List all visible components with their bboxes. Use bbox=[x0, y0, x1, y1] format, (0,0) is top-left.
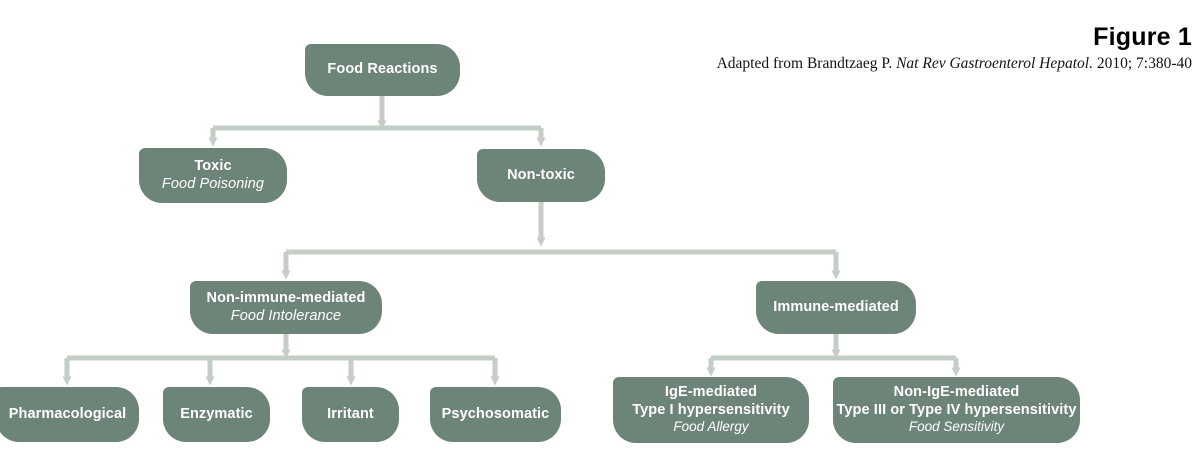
node-non-ige-mediated-subtitle: Food Sensitivity bbox=[908, 419, 1005, 435]
node-nontoxic[interactable]: Non-toxic bbox=[477, 149, 605, 202]
node-enzymatic-title: Enzymatic bbox=[180, 405, 253, 422]
node-toxic-subtitle: Food Poisoning bbox=[161, 175, 265, 192]
edge-immune-bus bbox=[706, 355, 961, 377]
node-immune-mediated[interactable]: Immune-mediated bbox=[756, 281, 916, 334]
edge-nontoxic-bus bbox=[281, 249, 841, 280]
node-ige-mediated-line2: Type I hypersensitivity bbox=[632, 401, 790, 418]
node-non-ige-mediated-line2: Type III or Type IV hypersensitivity bbox=[836, 401, 1077, 418]
node-ige-mediated[interactable]: IgE-mediated Type I hypersensitivity Foo… bbox=[613, 377, 809, 443]
credit-journal: Nat Rev Gastroenterol Hepatol. bbox=[896, 55, 1093, 73]
edge-nonimmune-bus bbox=[62, 355, 500, 386]
edge-foodreactions-bus bbox=[208, 125, 546, 147]
node-enzymatic[interactable]: Enzymatic bbox=[163, 387, 270, 442]
credit-suffix: 2010; 7:380-40 bbox=[1092, 55, 1192, 73]
node-pharmacological-title: Pharmacological bbox=[8, 405, 127, 422]
node-non-ige-mediated-title: Non-IgE-mediated bbox=[893, 384, 1020, 401]
node-psychosomatic-title: Psychosomatic bbox=[441, 405, 550, 422]
figure-heading: Figure 1 Adapted from Brandtzaeg P. Nat … bbox=[572, 24, 1192, 74]
node-food-reactions[interactable]: Food Reactions bbox=[305, 44, 460, 96]
node-nontoxic-title: Non-toxic bbox=[507, 166, 575, 183]
node-irritant-title: Irritant bbox=[327, 405, 374, 422]
node-non-immune-mediated-subtitle: Food Intolerance bbox=[230, 307, 342, 324]
node-ige-mediated-title: IgE-mediated bbox=[664, 384, 758, 401]
figure-credit: Adapted from Brandtzaeg P. Nat Rev Gastr… bbox=[572, 55, 1192, 74]
node-non-immune-mediated[interactable]: Non-immune-mediated Food Intolerance bbox=[190, 281, 382, 334]
node-psychosomatic[interactable]: Psychosomatic bbox=[430, 387, 561, 442]
credit-prefix: Adapted from Brandtzaeg P. bbox=[716, 55, 897, 73]
node-immune-mediated-title: Immune-mediated bbox=[773, 298, 899, 315]
node-non-ige-mediated[interactable]: Non-IgE-mediated Type III or Type IV hyp… bbox=[833, 377, 1080, 443]
node-ige-mediated-subtitle: Food Allergy bbox=[673, 419, 749, 435]
node-non-immune-mediated-title: Non-immune-mediated bbox=[206, 289, 366, 306]
node-toxic[interactable]: Toxic Food Poisoning bbox=[139, 148, 287, 203]
node-pharmacological[interactable]: Pharmacological bbox=[0, 387, 139, 442]
node-irritant[interactable]: Irritant bbox=[302, 387, 399, 442]
figure-title: Figure 1 bbox=[1093, 23, 1192, 51]
node-toxic-title: Toxic bbox=[194, 157, 232, 174]
node-food-reactions-title: Food Reactions bbox=[327, 61, 438, 78]
